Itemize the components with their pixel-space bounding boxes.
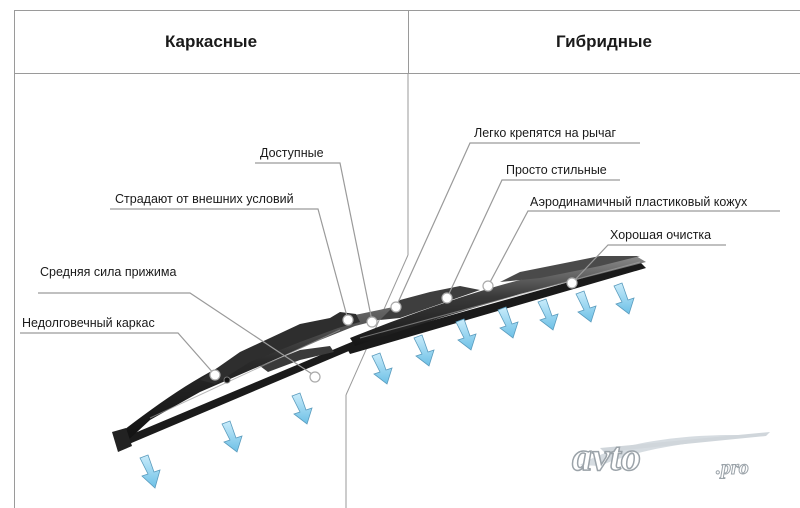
- pressure-arrows-hybrid: [371, 282, 635, 385]
- arrow-icon: [537, 298, 559, 331]
- leader-lines: [20, 142, 780, 377]
- frame-wiper-blade: [112, 306, 408, 452]
- arrow-icon: [613, 282, 635, 315]
- marker-dots: [209, 277, 578, 383]
- arrow-icon: [497, 306, 519, 339]
- arrow-icon: [221, 420, 243, 453]
- arrow-icon: [371, 352, 393, 385]
- label-stradayut: Страдают от внешних условий: [115, 192, 294, 206]
- marker-dot: [209, 369, 221, 381]
- arrow-icon: [139, 454, 161, 489]
- header-frame-wipers: Каркасные: [164, 31, 258, 51]
- logo-suffix: .pro: [716, 457, 749, 479]
- label-karkas: Недолговечный каркас: [22, 316, 155, 330]
- leader-karkas: [20, 332, 216, 376]
- avto-logo: avto .pro: [571, 432, 770, 480]
- header-divider: [14, 73, 800, 74]
- label-ochistka: Хорошая очистка: [610, 228, 711, 242]
- header-hybrid-wipers: Гибридные: [555, 31, 653, 51]
- leader-stradayut: [110, 208, 349, 321]
- label-legko: Легко крепятся на рычаг: [474, 126, 616, 140]
- marker-dot: [390, 301, 402, 313]
- label-kozhukh: Аэродинамичный пластиковый кожух: [530, 195, 748, 209]
- arrow-icon: [455, 318, 477, 351]
- marker-dot: [566, 277, 578, 289]
- leader-sila: [38, 292, 316, 377]
- leader-kozhukh: [487, 210, 780, 287]
- leader-dostupnye: [255, 162, 373, 322]
- diagram-frame: [14, 10, 800, 508]
- marker-dot: [482, 280, 494, 292]
- marker-dot: [366, 316, 378, 328]
- arrow-icon: [575, 290, 597, 323]
- marker-dot: [441, 292, 453, 304]
- marker-dot: [342, 314, 354, 326]
- marker-dot: [309, 371, 321, 383]
- leader-stilnye: [446, 179, 620, 299]
- column-divider-diagonal-2: [345, 254, 409, 396]
- arrow-icon: [413, 334, 435, 367]
- label-dostupnye: Доступные: [260, 146, 324, 160]
- column-divider-top: [408, 10, 409, 74]
- pressure-arrows-frame: [139, 392, 313, 489]
- logo-text: avto: [572, 434, 641, 479]
- leader-legko: [395, 142, 640, 308]
- label-stilnye: Просто стильные: [506, 163, 607, 177]
- arrow-icon: [291, 392, 313, 425]
- leader-ochistka: [571, 244, 726, 284]
- label-sila: Средняя сила прижима: [40, 265, 176, 279]
